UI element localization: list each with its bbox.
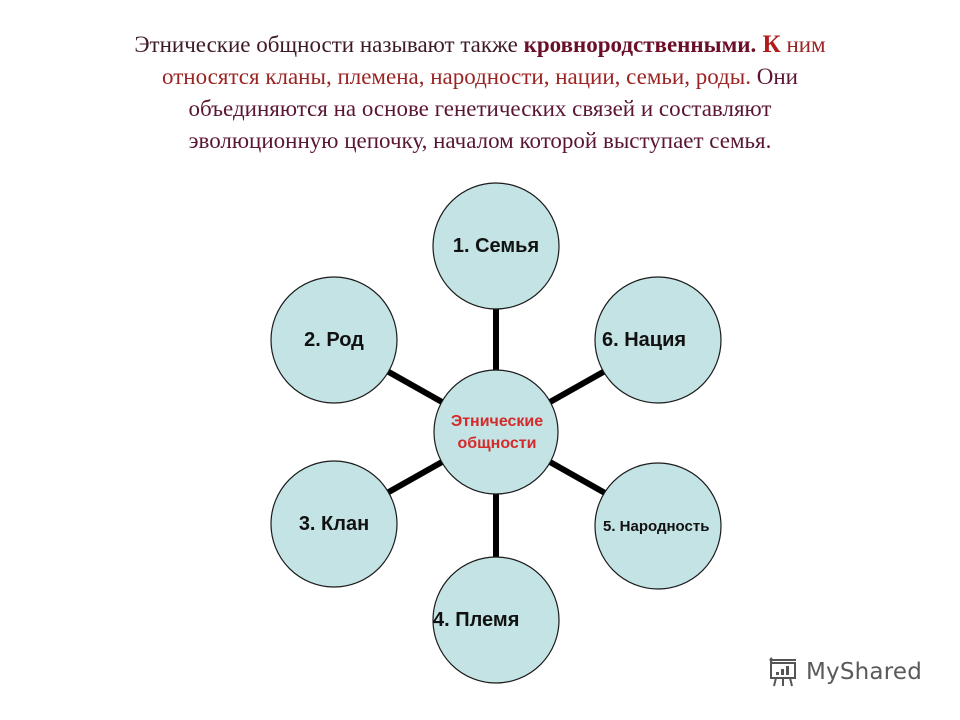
- node-circle-tribe: [432, 556, 560, 684]
- intro-bold-k: К: [756, 31, 781, 58]
- node-clan: 3. Клан: [271, 461, 397, 587]
- node-family: 1. Семья: [433, 183, 559, 309]
- node-nationality: 5. Народность: [603, 463, 729, 589]
- node-label: 1. Семья: [452, 234, 540, 257]
- intro-line-2: относятся кланы, племена, народности, на…: [40, 61, 920, 93]
- node-circle-nationality: [594, 462, 722, 590]
- node-circle-clan: [270, 460, 398, 588]
- center-label-line-2: общности: [457, 435, 537, 452]
- node-nation: 6. Нация: [602, 277, 728, 403]
- connector-upper-left: [385, 368, 444, 405]
- center-circle: [433, 369, 559, 495]
- intro-text: Этнические общности называют также кровн…: [40, 29, 920, 157]
- connector-upper-right: [548, 368, 607, 405]
- center-node: Этнические общности: [434, 370, 560, 496]
- node-circle-family: [432, 182, 560, 310]
- intro-line-3: объединяются на основе генетических связ…: [188, 96, 772, 121]
- node-label: 4. Племя: [433, 608, 520, 631]
- intro-bold-term: кровнородственными.: [523, 32, 757, 57]
- intro-line-2-end: Они: [750, 64, 798, 89]
- connector-lower-left: [385, 459, 444, 496]
- watermark-text: MyShared: [806, 659, 923, 685]
- center-label-line-1: Этнические: [450, 413, 544, 430]
- presentation-board-icon: [769, 657, 796, 687]
- myshared-watermark[interactable]: MyShared: [766, 655, 922, 689]
- node-label: 2. Род: [304, 328, 364, 351]
- intro-line-1-end: ним: [780, 32, 826, 57]
- node-label: 5. Народность: [603, 517, 710, 535]
- node-circle-nation: [594, 276, 722, 404]
- node-label: 6. Нация: [602, 328, 687, 351]
- intro-line-4: эволюционную цепочку, началом которой вы…: [188, 128, 772, 153]
- intro-line-1: Этнические общности называют также кровн…: [40, 29, 920, 61]
- node-tribe: 4. Племя: [433, 557, 559, 683]
- connectors: [385, 309, 607, 557]
- node-rod: 2. Род: [271, 277, 397, 403]
- intro-line-1-text: Этнические общности называют также: [134, 32, 524, 57]
- intro-line-2-text: относятся кланы, племена, народности, на…: [162, 64, 751, 89]
- node-circle-clan-rod: [270, 276, 398, 404]
- connector-lower-right: [548, 459, 607, 496]
- node-label: 3. Клан: [298, 512, 370, 535]
